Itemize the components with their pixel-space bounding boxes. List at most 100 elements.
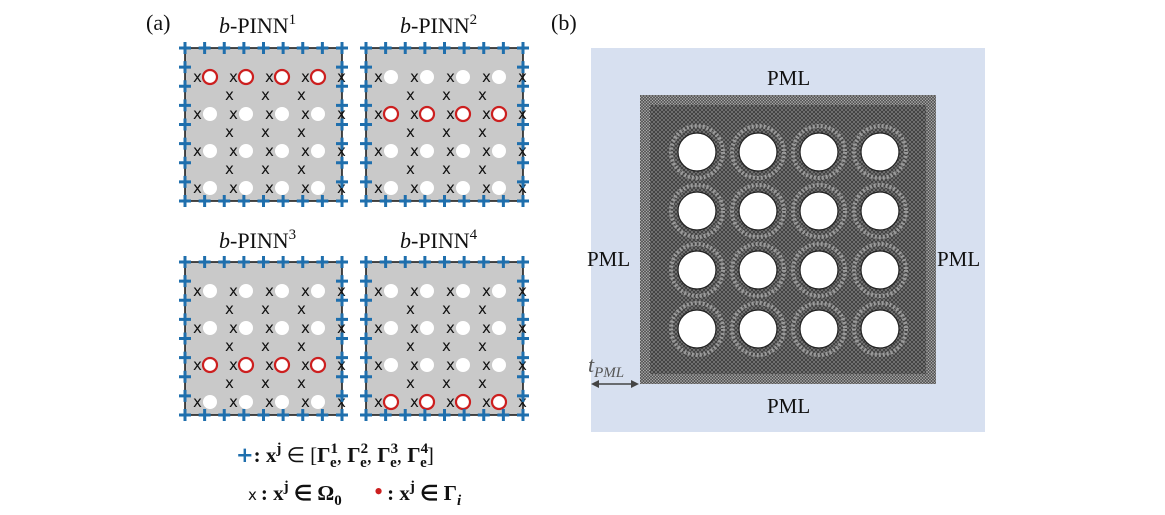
interface-hole (418, 105, 436, 123)
interior-point-marker: x (193, 393, 202, 411)
mesh-refinement-ring (669, 124, 725, 180)
boundary-point-marker (379, 256, 392, 268)
interface-hole (237, 68, 255, 86)
panel-b-label: (b) (551, 10, 577, 35)
interface-hole (309, 68, 327, 86)
interior-point-marker: x (446, 282, 455, 300)
interior-point-marker: x (261, 160, 270, 178)
boundary-point-marker (517, 175, 529, 188)
boundary-point-marker (517, 118, 529, 131)
boundary-point-marker (399, 256, 412, 268)
interface-hole (309, 356, 327, 374)
boundary-point-marker (179, 409, 191, 421)
boundary-point-marker (218, 195, 231, 207)
legend-boundary-text: : x (254, 443, 277, 467)
interior-point-marker: x (406, 337, 415, 355)
interior-point-marker: x (406, 123, 415, 141)
subplot-title-4-prefix: b (400, 228, 411, 253)
interior-point-marker: x (301, 393, 310, 411)
boundary-point-marker (316, 195, 329, 207)
hole (384, 358, 398, 372)
hole (420, 181, 434, 195)
boundary-point-marker (360, 409, 372, 421)
interior-point-marker: x (374, 68, 383, 86)
boundary-point-marker (179, 99, 191, 112)
subplot-title-1-sup: 1 (289, 12, 297, 28)
boundary-point-marker (517, 99, 529, 112)
interior-point-marker: x (478, 374, 487, 392)
boundary-point-marker (497, 256, 510, 268)
interior-point-marker: x (193, 179, 202, 197)
hole (239, 107, 253, 121)
hole (239, 181, 253, 195)
hole (456, 321, 470, 335)
boundary-point-marker (438, 195, 451, 207)
interior-point-marker: x (406, 86, 415, 104)
hole (384, 70, 398, 84)
boundary-point-marker (336, 195, 348, 207)
boundary-point-marker (179, 118, 191, 131)
hole (203, 321, 217, 335)
subplot-title-2-prefix: b (400, 13, 411, 38)
scatterer-hole (860, 191, 900, 231)
legend-gamma-1-sup: 1 (331, 441, 339, 457)
interior-point-marker: x (225, 160, 234, 178)
legend-interface-text: : x (387, 481, 410, 505)
boundary-point-marker (517, 370, 529, 383)
boundary-point-marker (360, 313, 372, 326)
interior-point-marker: x (225, 86, 234, 104)
scatterer-hole (677, 132, 717, 172)
hole (275, 181, 289, 195)
boundary-point-marker (179, 175, 191, 188)
hole (203, 107, 217, 121)
interior-point-marker: x (337, 319, 346, 337)
boundary-point-marker (316, 256, 329, 268)
interior-point-marker: x (261, 337, 270, 355)
boundary-point-marker (316, 42, 329, 54)
boundary-point-marker (458, 42, 471, 54)
boundary-point-marker (336, 42, 348, 54)
boundary-point-marker (296, 195, 309, 207)
boundary-point-marker (198, 195, 211, 207)
interior-point-marker: x (518, 105, 527, 123)
hole (203, 144, 217, 158)
boundary-point-marker (517, 256, 529, 268)
hole (420, 321, 434, 335)
hole (384, 181, 398, 195)
interior-point-marker: x (478, 300, 487, 318)
boundary-point-marker (360, 80, 372, 93)
hole (492, 70, 506, 84)
legend-domain: x: xj ∈ Ω0 (248, 479, 342, 509)
hole (492, 181, 506, 195)
hole (492, 144, 506, 158)
hole (311, 395, 325, 409)
boundary-point-marker (438, 256, 451, 268)
interior-point-marker: x (265, 282, 274, 300)
tpml-sub: PML (593, 365, 624, 381)
boundary-point-marker (237, 409, 250, 421)
interior-point-marker: x (518, 142, 527, 160)
legend-comma-3: , (397, 443, 408, 467)
tpml-label: tPML (588, 352, 624, 381)
boundary-point-marker (316, 409, 329, 421)
interior-point-marker: x (374, 179, 383, 197)
interior-point-marker: x (482, 179, 491, 197)
interior-point-marker: x (337, 179, 346, 197)
subplot-title-3: b-PINN3 (219, 227, 296, 253)
boundary-point-marker (237, 256, 250, 268)
hole (203, 395, 217, 409)
hole (456, 144, 470, 158)
scatterer-hole (799, 132, 839, 172)
boundary-point-marker (517, 137, 529, 150)
interface-hole (201, 68, 219, 86)
interior-point-marker: x (482, 319, 491, 337)
interior-point-marker: x (265, 179, 274, 197)
interior-point-marker: x (374, 319, 383, 337)
interior-point-marker: x (229, 105, 238, 123)
interior-point-marker: x (229, 282, 238, 300)
interior-point-marker: x (374, 142, 383, 160)
interior-point-marker: x (301, 142, 310, 160)
boundary-point-marker (336, 332, 348, 345)
boundary-point-marker (277, 256, 290, 268)
